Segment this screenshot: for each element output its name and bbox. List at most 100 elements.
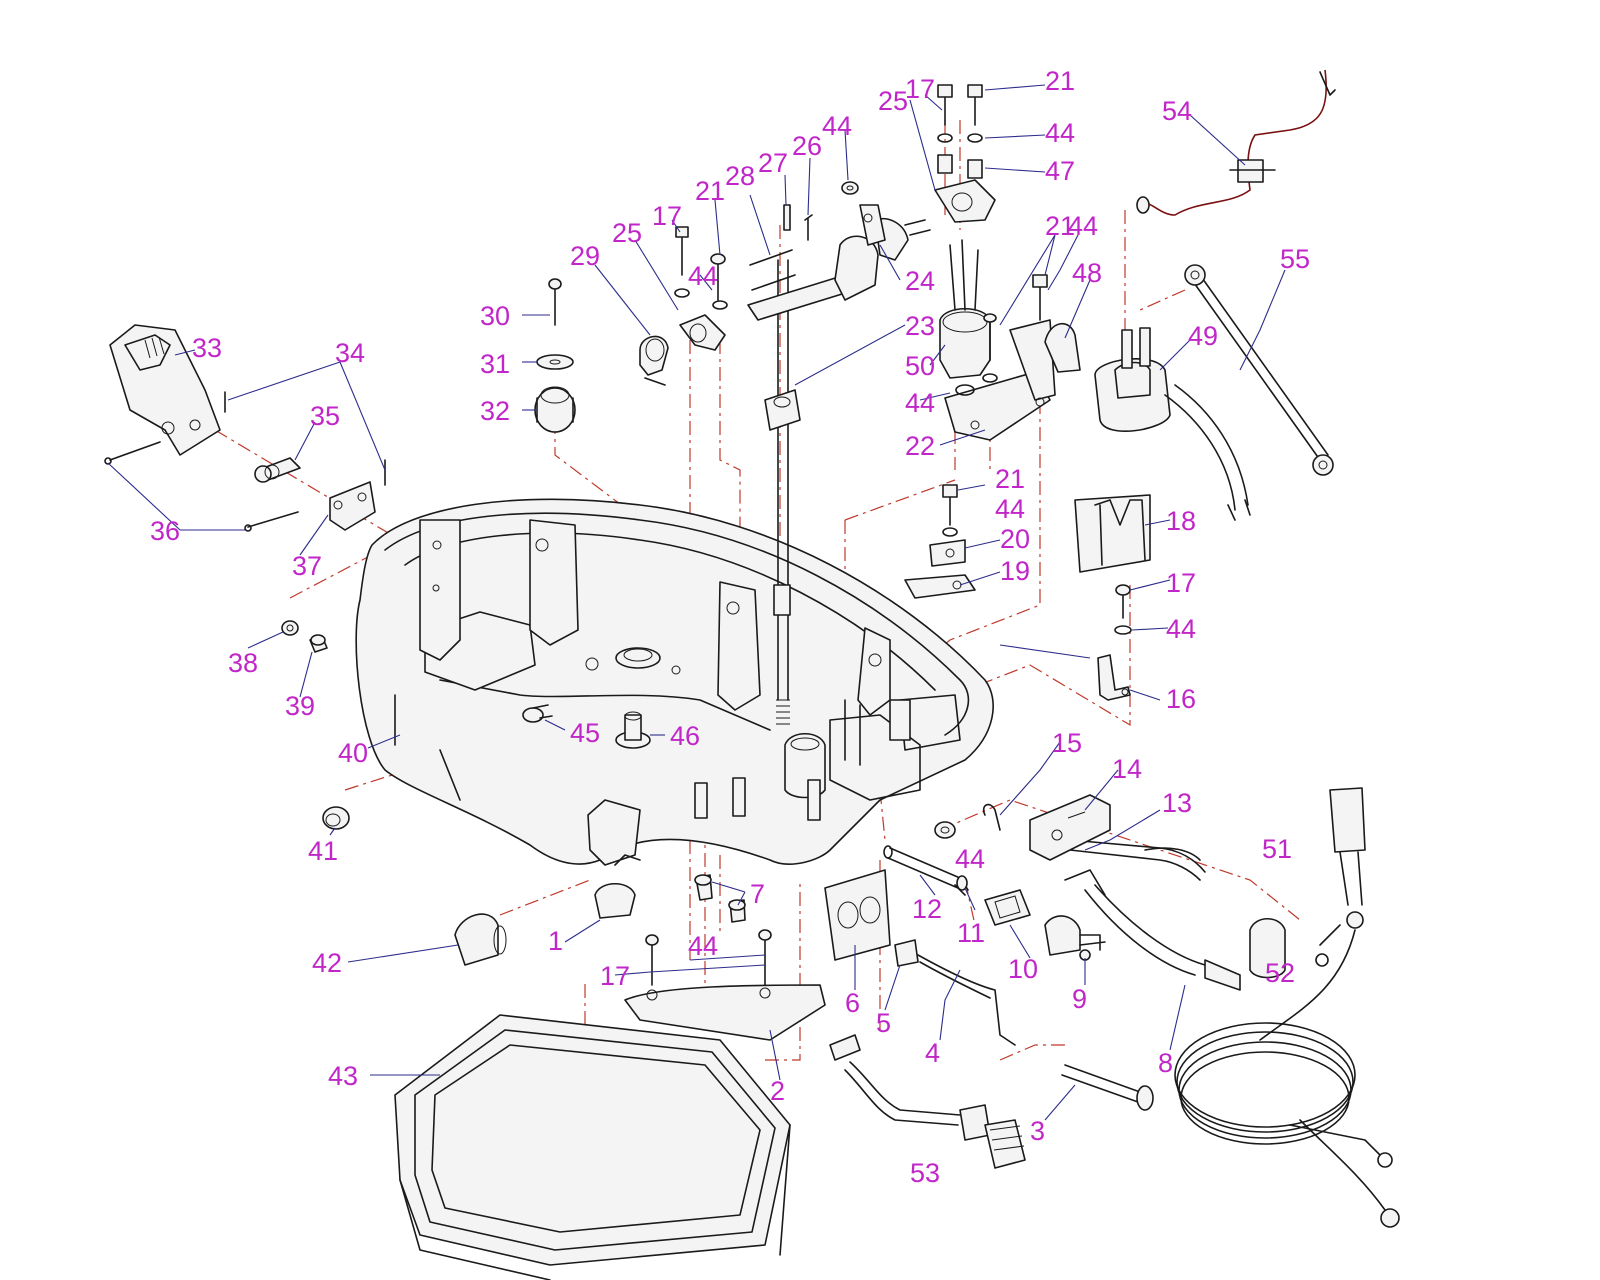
callout-40: 40	[338, 738, 368, 768]
washer-part-38	[281, 620, 299, 636]
callout-25-left: 25	[612, 218, 642, 248]
callout-17-right: 17	[1166, 568, 1196, 598]
pin-part-26	[804, 214, 813, 241]
callout-32: 32	[480, 396, 510, 426]
pin-part-34	[224, 391, 386, 486]
callout-36: 36	[150, 516, 180, 546]
callout-38: 38	[228, 648, 258, 678]
bottom-seal-part-43	[394, 1014, 791, 1280]
callout-13: 13	[1162, 788, 1192, 818]
callout-7: 7	[750, 879, 765, 909]
bracket-part-14	[1029, 794, 1111, 861]
callout-53: 53	[910, 1158, 940, 1188]
bracket-part-22	[944, 319, 1056, 441]
callout-48: 48	[1072, 258, 1102, 288]
bolt-part-17-lower	[645, 934, 659, 986]
bolt-part-44-lower	[758, 929, 772, 986]
washer-part-44-top-pair	[937, 133, 983, 143]
callout-25-top: 25	[878, 86, 908, 116]
callout-44-lower-mid: 44	[955, 844, 985, 874]
callout-30: 30	[480, 301, 510, 331]
callout-27: 27	[758, 148, 788, 178]
clamp-part-25-top	[934, 179, 996, 223]
washer-part-31	[536, 354, 574, 370]
wire-part-4	[917, 954, 1016, 1046]
callout-10: 10	[1008, 954, 1038, 984]
sensor-part-50	[939, 239, 991, 379]
screw-part-7-b	[728, 899, 746, 923]
screw-part-39	[309, 634, 328, 653]
callout-44-upper-left: 44	[688, 261, 718, 291]
callout-22: 22	[905, 431, 935, 461]
callout-45: 45	[570, 718, 600, 748]
grommet-part-1	[594, 882, 636, 919]
callout-42: 42	[312, 948, 342, 978]
plug-part-42	[454, 913, 507, 966]
bracket-part-37	[329, 481, 376, 531]
callout-4: 4	[925, 1038, 940, 1068]
callout-44-bracket: 44	[905, 388, 935, 418]
callout-11: 11	[957, 918, 985, 948]
callout-21-right: 21	[995, 464, 1025, 494]
callout-54: 54	[1162, 96, 1192, 126]
bracket-part-10	[984, 889, 1031, 926]
callout-34: 34	[335, 338, 365, 368]
callout-12: 12	[912, 894, 942, 924]
callout-14: 14	[1112, 754, 1142, 784]
pin-part-3	[1061, 1064, 1154, 1111]
callout-44-top: 44	[822, 111, 852, 141]
callout-29: 29	[570, 241, 600, 271]
spacer-part-47	[967, 159, 983, 179]
lower-cowling-part-40	[355, 498, 994, 866]
callout-31: 31	[480, 349, 510, 379]
ground-strap-part-55	[1184, 264, 1334, 476]
callout-1: 1	[548, 926, 563, 956]
block-part-18	[1074, 494, 1151, 573]
mount-part-32	[534, 386, 576, 433]
plate-part-19	[904, 574, 976, 599]
callout-41: 41	[308, 836, 338, 866]
callout-19: 19	[1000, 556, 1030, 586]
screw-part-7-a	[694, 874, 713, 901]
callout-2: 2	[770, 1076, 785, 1106]
callout-33: 33	[192, 333, 222, 363]
callout-17-left: 17	[652, 201, 682, 231]
callout-28: 28	[725, 161, 755, 191]
grommet-part-41	[322, 806, 350, 830]
callout-39: 39	[285, 691, 315, 721]
cap-part-51	[1249, 917, 1286, 979]
callout-37: 37	[292, 551, 322, 581]
callout-50: 50	[905, 351, 935, 381]
callout-24: 24	[905, 266, 935, 296]
bracket-part-16	[1097, 654, 1131, 701]
callout-9: 9	[1072, 984, 1087, 1014]
callout-17-bottom: 17	[600, 961, 630, 991]
callout-44-mid-right: 44	[1068, 211, 1098, 241]
plate-part-20	[929, 539, 966, 567]
callout-21-top: 21	[1045, 66, 1075, 96]
callout-labels: 1 2 3 4 5 6 7 8 9 10 11 12 13 14 15 16 1…	[150, 66, 1310, 1188]
leader-lines	[107, 84, 1286, 1121]
washer-part-44-right-a	[942, 527, 958, 537]
callout-21-left: 21	[695, 176, 725, 206]
connector-part-5	[894, 939, 919, 967]
clip-part-29	[639, 335, 669, 386]
spacer-left	[937, 154, 953, 174]
clip-part-15	[982, 803, 1001, 831]
coil-part-49	[1094, 327, 1251, 521]
callout-21-mid: 21	[1045, 211, 1075, 241]
callout-52: 52	[1265, 958, 1295, 988]
bolt-part-21-mid2	[1032, 274, 1048, 321]
callout-5: 5	[876, 1008, 891, 1038]
shift-rod-part-23	[764, 259, 801, 725]
callout-47: 47	[1045, 156, 1075, 186]
switch-part-9	[1044, 915, 1106, 961]
clamp-part-25-left	[679, 314, 726, 351]
bolt-part-21-top	[967, 84, 983, 126]
callout-16: 16	[1166, 684, 1196, 714]
callout-35: 35	[310, 401, 340, 431]
callout-3: 3	[1030, 1116, 1045, 1146]
cable-part-52	[1174, 787, 1400, 1228]
callout-44-bottom: 44	[688, 931, 718, 961]
